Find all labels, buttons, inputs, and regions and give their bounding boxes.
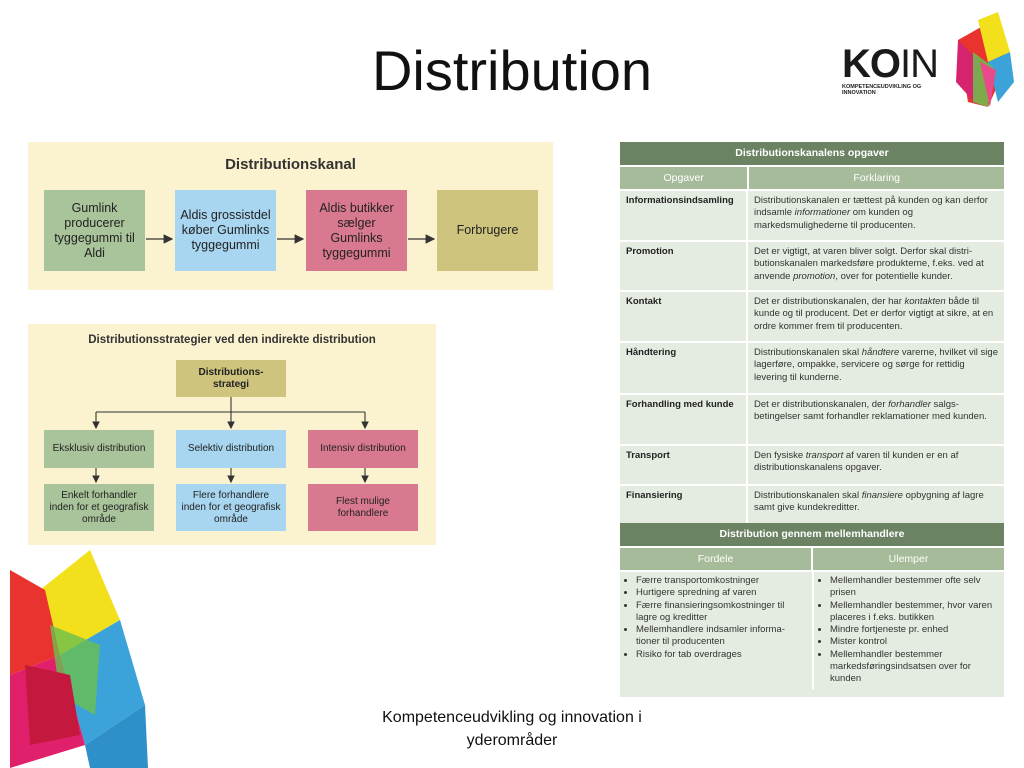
task-name: Håndtering: [620, 343, 748, 393]
strategies-title: Distributionsstrategier ved den indirekt…: [88, 334, 376, 346]
task-explanation: Den fysiske transport af varen til kunde…: [754, 450, 959, 474]
middlemen-table-title: Distribution gennem mellemhandlere: [620, 523, 1004, 546]
pros-header: Fordele: [620, 548, 813, 570]
strategy-exclusive: Eksklusiv distribution: [44, 430, 154, 468]
pro-item: Hurtigere spredning af varen: [636, 587, 806, 599]
strategy-root: Distributions- strategi: [176, 360, 286, 397]
strategy-intensive: Intensiv distribution: [308, 430, 418, 468]
tasks-col-header: Opgaver: [620, 167, 750, 189]
cons-list: Mellemhandler bestemmer ofte selv prisen…: [820, 575, 998, 686]
pros-column: Færre transportomkostningerHurtigere spr…: [620, 572, 812, 689]
task-name: Transport: [620, 446, 748, 484]
channel-step-producer: Gumlink producerer tyggegummi til Aldi: [44, 190, 145, 271]
middlemen-table-header: Fordele Ulemper: [620, 546, 1004, 570]
distribution-channel-panel: Distributionskanal Gumlink producerer ty…: [28, 142, 553, 290]
task-name: Finansiering: [620, 486, 748, 523]
tasks-table-header: Opgaver Forklaring: [620, 165, 1004, 189]
channel-tasks-table: Distributionskanalens opgaver Opgaver Fo…: [620, 142, 1004, 523]
task-name: Promotion: [620, 242, 748, 290]
cons-column: Mellemhandler bestemmer ofte selv prisen…: [812, 572, 1004, 689]
middlemen-table: Distribution gennem mellemhandlere Forde…: [620, 523, 1004, 697]
explanation-col-header: Forklaring: [853, 172, 900, 184]
tasks-table-title: Distributionskanalens opgaver: [620, 142, 1004, 165]
channel-step-retailer: Aldis butikker sælger Gumlinks tyggegumm…: [306, 190, 407, 271]
task-name: Forhandling med kunde: [620, 395, 748, 444]
task-explanation: Distributionskanalen er tættest på kunde…: [754, 195, 988, 231]
channel-arrows: [146, 234, 436, 244]
task-explanation: Det er distributionskanalen, der har kon…: [754, 296, 994, 332]
task-explanation: Distributionskanalen skal håndtere varer…: [754, 347, 998, 383]
strategy-exclusive-result: Enkelt forhandler inden for et geografis…: [44, 484, 154, 531]
slide-title: Distribution: [371, 39, 653, 102]
strategy-selective-result: Flere forhandlere inden for et geografis…: [176, 484, 286, 531]
con-item: Mindre fortjeneste pr. enhed: [830, 624, 998, 636]
pros-list: Færre transportomkostningerHurtigere spr…: [626, 575, 806, 661]
logo-graphic: [956, 12, 1014, 107]
pro-item: Færre finansieringsomkostninger til lagr…: [636, 600, 806, 625]
task-explanation: Distributionskanalen skal finansiere opb…: [754, 490, 984, 514]
middlemen-table-body: Færre transportomkostningerHurtigere spr…: [620, 570, 1004, 689]
distribution-strategies-panel: Distributionsstrategier ved den indirekt…: [28, 324, 436, 545]
pro-item: Mellemhandlere indsamler informa-tioner …: [636, 624, 806, 649]
task-name: Informationsindsamling: [620, 191, 748, 240]
koin-logo: KOIN KOMPETENCEUDVIKLING OG INNOVATION: [838, 12, 1018, 112]
footer-text: Kompetenceudvikling og innovation i yder…: [382, 709, 642, 749]
con-item: Mister kontrol: [830, 636, 998, 648]
channel-step-consumer: Forbrugere: [437, 190, 538, 271]
con-item: Mellemhandler bestemmer, hvor varen plac…: [830, 600, 998, 625]
task-explanation: Det er distributionskanalen, der forhand…: [754, 399, 987, 423]
task-name: Kontakt: [620, 292, 748, 341]
logo-subtitle: KOMPETENCEUDVIKLING OG INNOVATION: [842, 84, 922, 96]
pro-item: Risiko for tab overdrages: [636, 649, 806, 661]
channel-step-wholesaler: Aldis grossistdel køber Gumlinks tyggegu…: [175, 190, 276, 271]
cons-header: Ulemper: [888, 553, 929, 565]
distribution-channel-title: Distributionskanal: [225, 156, 356, 173]
con-item: Mellemhandler bestemmer ofte selv prisen: [830, 575, 998, 600]
strategy-tree-lines: [92, 397, 369, 484]
logo-wordmark: KOIN: [842, 42, 939, 86]
strategy-intensive-result: Flest mulige forhandlere: [308, 484, 418, 531]
pro-item: Færre transportomkostninger: [636, 575, 806, 587]
strategy-selective: Selektiv distribution: [176, 430, 286, 468]
decorative-shape: [10, 550, 148, 768]
task-explanation: Det er vigtigt, at varen bliver solgt. D…: [754, 246, 984, 282]
con-item: Mellemhandler bestemmer markedsføringsin…: [830, 649, 998, 686]
